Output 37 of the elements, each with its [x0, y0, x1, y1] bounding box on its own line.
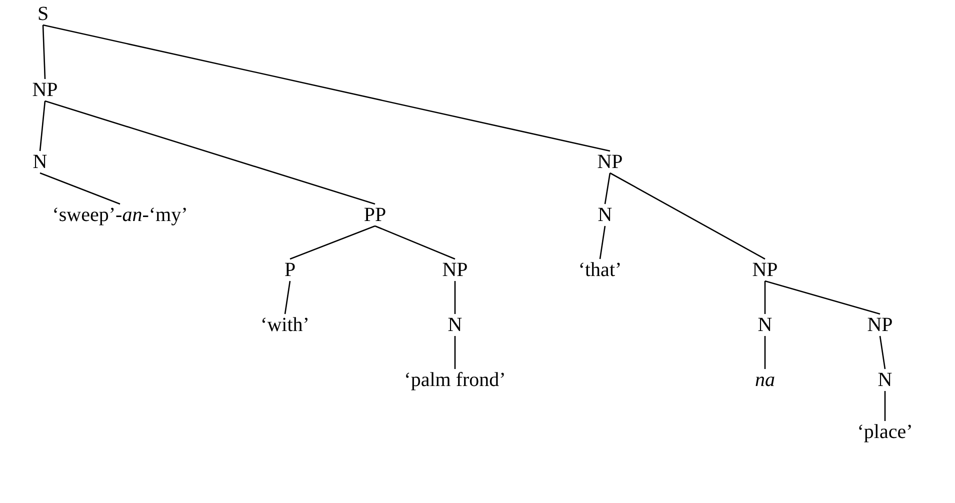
tree-label: NP: [867, 314, 893, 336]
tree-label: ‘palm frond’: [404, 369, 506, 391]
tree-branch: [374, 225, 456, 260]
tree-label: N: [448, 314, 462, 336]
tree-label: ‘that’: [578, 259, 622, 281]
tree-label: NP: [752, 259, 778, 281]
tree-branch: [879, 336, 886, 370]
tree-label: PP: [364, 204, 386, 226]
tree-branch: [284, 280, 291, 314]
tree-branch: [884, 391, 886, 421]
tree-branch: [764, 336, 766, 369]
tree-branch: [454, 281, 456, 314]
tree-label: NP: [597, 151, 623, 173]
tree-branch: [764, 280, 880, 315]
tree-label: N: [878, 369, 892, 391]
tree-label: NP: [442, 259, 468, 281]
tree-label: P: [284, 259, 296, 281]
tree-branch: [290, 225, 376, 260]
tree-branch: [604, 172, 611, 204]
tree-label: N: [758, 314, 772, 336]
tree-label: NP: [32, 79, 58, 101]
tree-label: ‘with’: [260, 314, 310, 336]
tree-branch: [44, 100, 376, 205]
tree-label: N: [32, 151, 48, 173]
tree-branch: [764, 281, 766, 314]
tree-label: N: [598, 204, 612, 226]
tree-branch: [454, 336, 456, 369]
tree-branch: [39, 100, 46, 152]
tree-branch: [42, 24, 46, 80]
tree-branch: [42, 24, 610, 152]
tree-branch: [610, 172, 766, 260]
tree-branch: [599, 226, 606, 260]
tree-label: ‘sweep’-an-‘my’: [52, 204, 188, 226]
tree-branch: [40, 172, 120, 205]
tree-label: S: [37, 3, 49, 25]
tree-label: ‘place’: [857, 421, 913, 443]
tree-label: na: [755, 369, 775, 391]
